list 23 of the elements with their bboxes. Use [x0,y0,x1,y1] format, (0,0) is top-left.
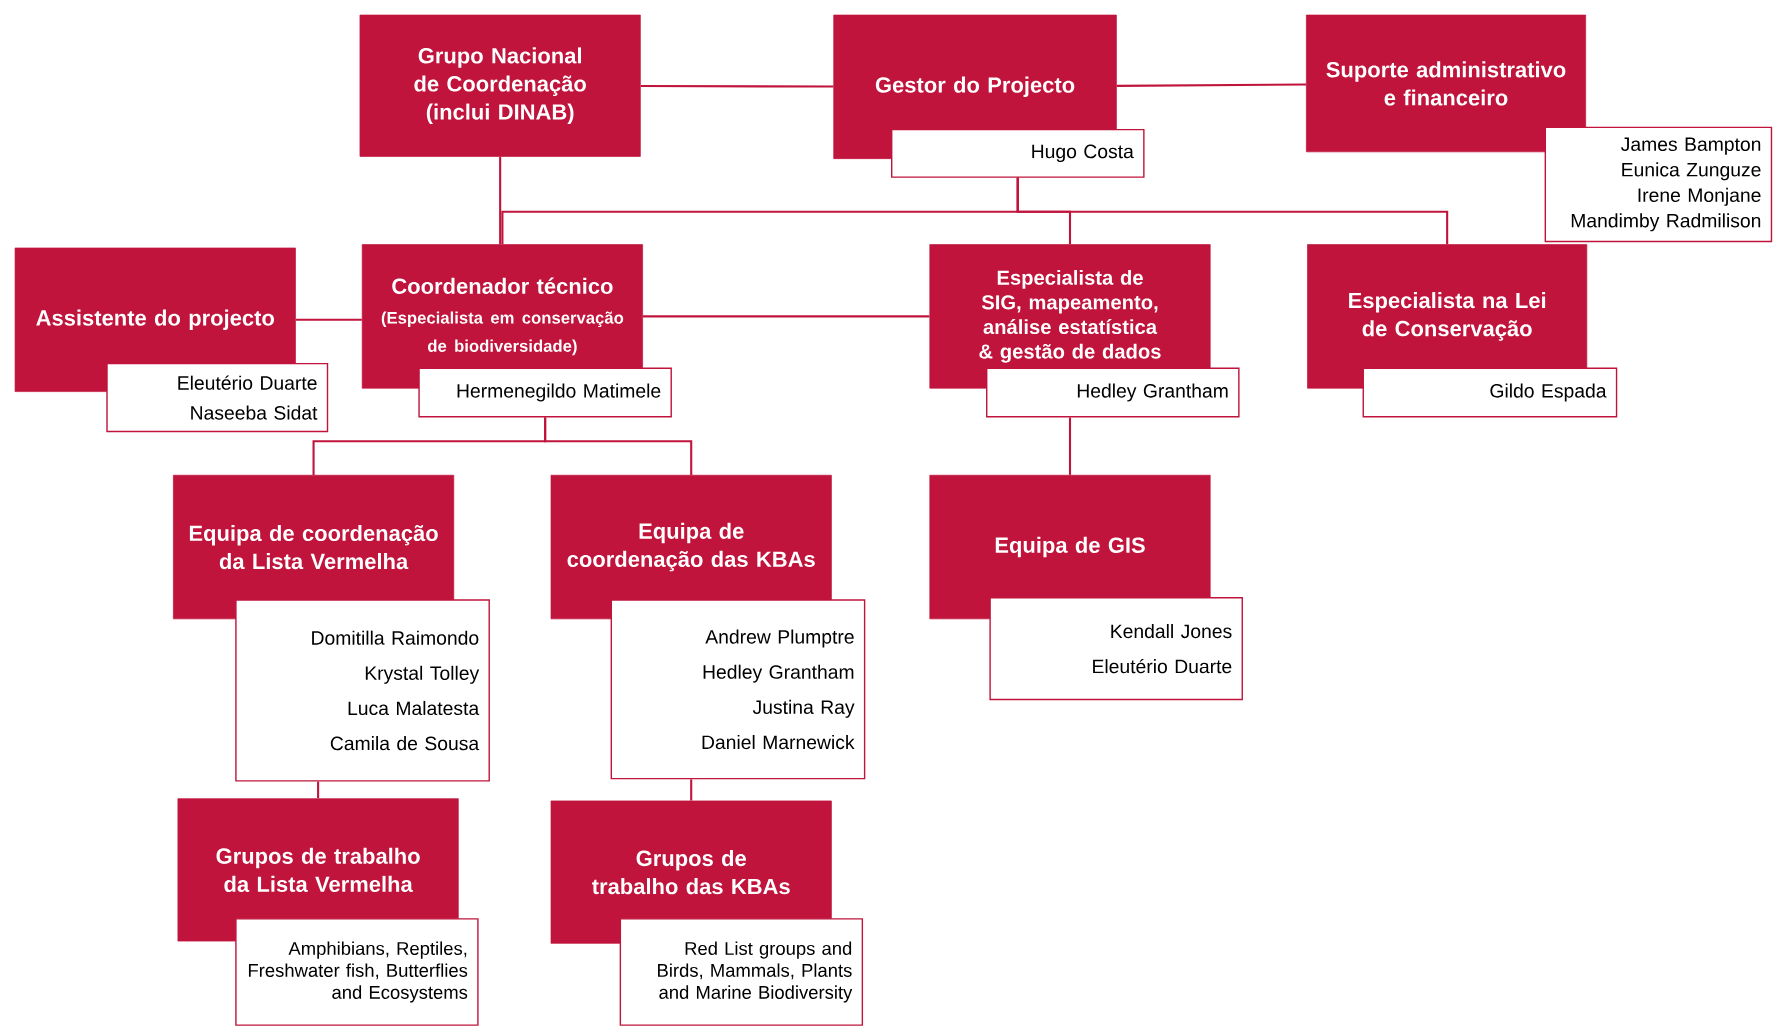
connector-line [295,318,362,321]
name-list-box: Gildo Espada [1362,367,1618,418]
connector-line [1116,83,1306,87]
name-list-box: Amphibians, Reptiles, Freshwater fish, Butterflies and Ecosystems [235,918,479,1026]
name-list-box: Kendall Jones Eleutério Duarte [989,597,1243,701]
name-list-box: Red List groups and Birds, Mammals, Plants and Marine Biodiversity [619,918,864,1026]
connector-line [690,779,693,801]
connector-line [317,781,320,799]
connector-line [499,156,502,245]
connector-line [544,417,693,475]
name-list-box: Eleutério Duarte Naseeba Sidat [106,362,329,433]
role-box: Grupo Nacional de Coordenação (inclui DINAB) [359,14,641,157]
name-list-box: Hedley Grantham [986,367,1240,418]
connector-line [1016,177,1449,245]
connector-line [640,85,834,88]
connector-line [1068,417,1072,475]
role-box: Suporte administrativo e financeiro [1306,14,1586,153]
name-list-box: Domitilla Raimondo Krystal Tolley Luca Malatesta Camila de Sousa [235,599,490,782]
name-list-box: James Bampton Eunica Zunguze Irene Monjane Mandimby Radmilison [1544,126,1773,243]
name-list-box: Andrew Plumptre Hedley Grantham Justina Ray Daniel Marnewick [610,599,866,780]
name-list-box: Hermenegildo Matimele [418,367,672,418]
connector-line [642,315,930,318]
name-list-box: Hugo Costa [891,128,1145,178]
